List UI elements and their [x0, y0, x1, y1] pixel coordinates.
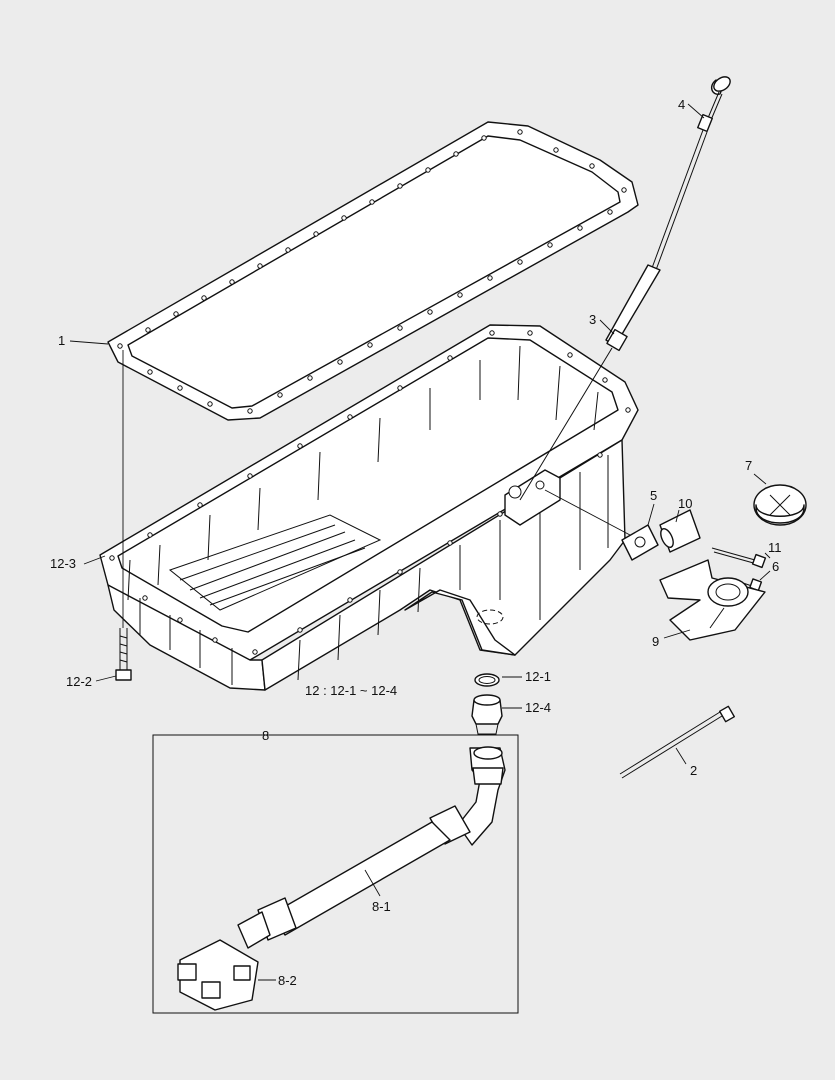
callout-12-4: 12-4 — [525, 700, 551, 715]
drain-plug-set — [115, 350, 503, 735]
callout-12-1: 12-1 — [525, 669, 551, 684]
gasket-bolt-holes — [117, 129, 627, 414]
filler-neck-assembly — [544, 484, 807, 641]
callout-5: 5 — [650, 488, 657, 503]
callout-10: 10 — [678, 496, 692, 511]
callout-12-3: 12-3 — [50, 556, 76, 571]
callout-8-1: 8-1 — [372, 899, 391, 914]
callout-1: 1 — [58, 333, 65, 348]
callout-8-2: 8-2 — [278, 973, 297, 988]
leader-lines — [69, 103, 771, 981]
callout-8: 8 — [262, 728, 269, 743]
callout-12-2: 12-2 — [66, 674, 92, 689]
callout-3: 3 — [589, 312, 596, 327]
cable-tie-part-2 — [619, 705, 736, 779]
callout-7: 7 — [745, 458, 752, 473]
valve-block-part-8-2 — [179, 939, 259, 1011]
oil-pipe-assembly — [177, 746, 506, 1011]
hose-part-8-1 — [269, 821, 451, 936]
callout-4: 4 — [678, 97, 685, 112]
oil-pan-gasket — [107, 121, 639, 421]
callout-9: 9 — [652, 634, 659, 649]
oil-pan-bolt-holes — [109, 330, 631, 655]
callout-2: 2 — [690, 763, 697, 778]
o-ring-part-12-1 — [474, 673, 500, 687]
oil-pipe-kit-box — [152, 734, 519, 1014]
callout-6: 6 — [772, 559, 779, 574]
oil-pan-body — [99, 324, 639, 691]
bolt-part-11 — [751, 553, 767, 569]
callout-11: 11 — [768, 540, 782, 555]
assembly-note: 12 : 12-1 ~ 12-4 — [305, 683, 397, 698]
dipstick-assembly — [519, 76, 731, 501]
